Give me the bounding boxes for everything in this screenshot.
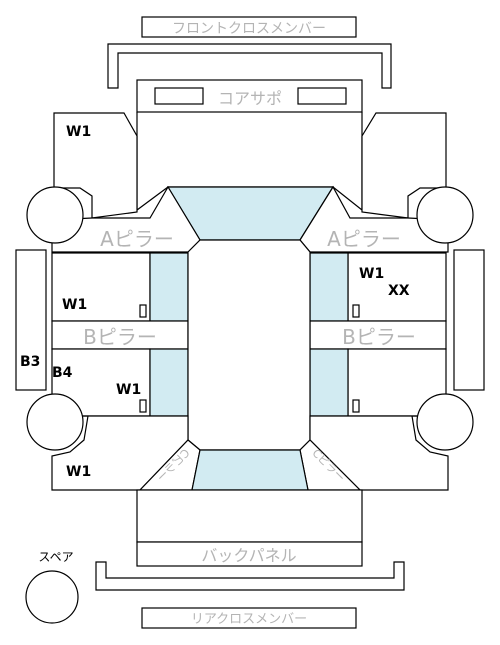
right-sill[interactable] <box>453 249 485 391</box>
left-front-wheel[interactable] <box>26 186 84 244</box>
rear-cross-member-label: リアクロスメンバー <box>191 612 307 627</box>
right-rear-door-handle <box>352 399 360 413</box>
code-left-rear-upper: B4 <box>52 365 73 381</box>
rear-bumper[interactable] <box>95 561 405 591</box>
left-rear-quarter[interactable] <box>51 415 189 491</box>
b-pillar-right[interactable] <box>309 320 447 350</box>
code-right-front-door-extra: XX <box>388 283 410 299</box>
right-front-wheel[interactable] <box>416 186 474 244</box>
left-front-window[interactable] <box>149 252 189 322</box>
roof[interactable] <box>187 239 311 451</box>
core-support[interactable]: コアサポ <box>136 79 363 113</box>
right-front-window[interactable] <box>309 252 349 322</box>
right-rear-wheel[interactable] <box>416 393 474 451</box>
trunk[interactable] <box>136 489 363 543</box>
left-rear-window[interactable] <box>149 348 189 417</box>
front-cross-member-label: フロントクロスメンバー <box>172 21 326 37</box>
core-support-label: コアサポ <box>218 89 282 108</box>
rear-window[interactable] <box>191 449 309 491</box>
left-sill[interactable] <box>15 249 47 391</box>
rear-cross-member[interactable]: リアクロスメンバー <box>141 607 357 629</box>
front-cross-member[interactable]: フロントクロスメンバー <box>141 16 357 38</box>
a-pillar-right-label: Aピラー <box>327 227 401 251</box>
b-pillar-right-label: Bピラー <box>342 325 416 349</box>
front-bumper[interactable] <box>107 43 392 89</box>
left-front-door-handle <box>139 304 147 318</box>
code-left-sill: B3 <box>20 354 40 370</box>
code-left-rear-door: W1 <box>116 382 141 398</box>
spare-tire[interactable] <box>25 570 79 624</box>
back-panel-label: バックパネル <box>201 546 296 565</box>
code-rear-left: W1 <box>66 464 91 480</box>
right-front-door[interactable] <box>347 252 447 322</box>
a-pillar-left-label: Aピラー <box>100 227 174 251</box>
right-rear-quarter[interactable] <box>309 415 449 491</box>
code-front-left: W1 <box>66 124 91 140</box>
b-pillar-left-label: Bピラー <box>83 325 157 349</box>
right-front-door-handle <box>352 304 360 318</box>
code-left-front-door: W1 <box>62 297 87 313</box>
left-rear-door-handle <box>139 399 147 413</box>
left-rear-wheel[interactable] <box>26 393 84 451</box>
code-right-front-door: W1 <box>359 266 384 282</box>
spare-label: スペア <box>38 550 73 564</box>
back-panel[interactable]: バックパネル <box>136 541 363 567</box>
right-rear-window[interactable] <box>309 348 349 417</box>
left-front-door[interactable] <box>51 252 151 322</box>
